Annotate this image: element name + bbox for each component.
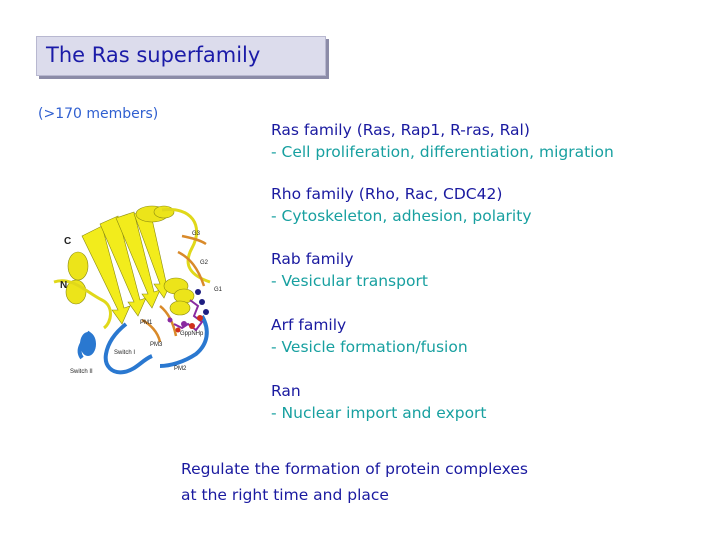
family-name: Rab family — [271, 250, 354, 268]
family-arf: Arf family - Vesicle formation/fusion — [271, 314, 468, 358]
family-function: - Cytoskeleton, adhesion, polarity — [271, 207, 532, 225]
pm2-label: PM2 — [174, 366, 187, 372]
g1-label: G1 — [214, 287, 223, 293]
family-ran: Ran - Nuclear import and export — [271, 380, 487, 424]
ras-protein-structure-figure: C N G3 G2 G1 PM1 PM3 PM2 GppNHp Switch I… — [42, 196, 258, 390]
summary-text: Regulate the formation of protein comple… — [181, 456, 528, 508]
orange-loops — [141, 234, 207, 343]
family-name: Rho family (Rho, Rac, CDC42) — [271, 185, 503, 203]
family-name: Ras family (Ras, Rap1, R-ras, Ral) — [271, 121, 530, 139]
gppnhp-label: GppNHp — [180, 331, 204, 337]
pm1-label: PM1 — [140, 320, 153, 326]
g3-label: G3 — [192, 231, 201, 237]
gppnhp-ligand — [167, 289, 209, 333]
family-function: - Vesicular transport — [271, 272, 428, 290]
family-ras: Ras family (Ras, Rap1, R-ras, Ral) - Cel… — [271, 119, 614, 163]
family-rho: Rho family (Rho, Rac, CDC42) - Cytoskele… — [271, 183, 532, 227]
slide-title: The Ras superfamily — [46, 43, 261, 67]
n-terminus-label: N — [60, 280, 68, 291]
title-box: The Ras superfamily — [36, 36, 326, 76]
pm3-label: PM3 — [150, 342, 163, 348]
switch2-helix — [80, 332, 96, 356]
family-function: - Vesicle formation/fusion — [271, 338, 468, 356]
switch2-label: Switch II — [70, 369, 93, 375]
protein-ribbon-diagram — [53, 205, 211, 375]
beta-sheet — [81, 209, 173, 325]
summary-line: Regulate the formation of protein comple… — [181, 460, 528, 478]
summary-line: at the right time and place — [181, 486, 389, 504]
alpha-helices — [65, 205, 195, 316]
family-name: Arf family — [271, 316, 347, 334]
members-note: (>170 members) — [38, 106, 159, 122]
c-terminus-label: C — [64, 236, 72, 247]
family-function: - Nuclear import and export — [271, 404, 487, 422]
family-name: Ran — [271, 382, 301, 400]
family-rab: Rab family - Vesicular transport — [271, 248, 428, 292]
g2-label: G2 — [200, 260, 209, 266]
family-function: - Cell proliferation, differentiation, m… — [271, 143, 614, 161]
switch1-label: Switch I — [114, 350, 136, 356]
yellow-loops — [53, 208, 211, 330]
